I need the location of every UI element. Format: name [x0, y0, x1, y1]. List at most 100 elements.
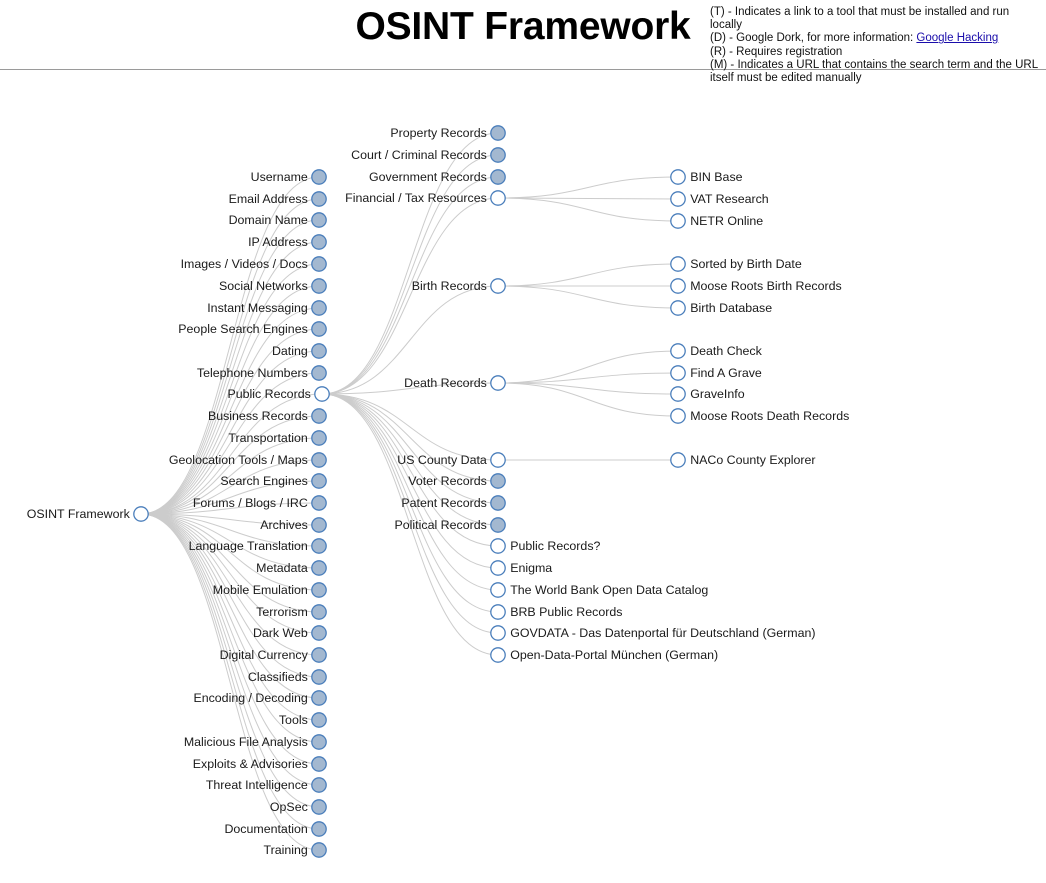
node-toggle-circle[interactable]: [490, 495, 506, 511]
node-label[interactable]: GraveInfo: [690, 387, 745, 401]
node-label[interactable]: Images / Videos / Docs: [181, 257, 308, 271]
tree-node[interactable]: Documentation: [224, 821, 327, 837]
node-label[interactable]: Forums / Blogs / IRC: [193, 496, 308, 510]
node-toggle-circle[interactable]: [311, 169, 327, 185]
node-toggle-circle[interactable]: [670, 278, 686, 294]
node-toggle-circle[interactable]: [311, 734, 327, 750]
node-toggle-circle[interactable]: [670, 256, 686, 272]
node-toggle-circle[interactable]: [311, 495, 327, 511]
node-label[interactable]: Social Networks: [219, 279, 308, 293]
tree-node[interactable]: Find A Grave: [670, 365, 762, 381]
node-label[interactable]: Dark Web: [253, 626, 308, 640]
node-label[interactable]: BRB Public Records: [510, 605, 622, 619]
node-label[interactable]: Court / Criminal Records: [351, 148, 487, 162]
tree-node[interactable]: Property Records: [390, 125, 506, 141]
tree-node[interactable]: Digital Currency: [220, 647, 327, 663]
node-label[interactable]: Domain Name: [229, 213, 308, 227]
tree-node[interactable]: People Search Engines: [178, 321, 327, 337]
node-label[interactable]: Documentation: [224, 822, 307, 836]
node-toggle-circle[interactable]: [314, 386, 330, 402]
tree-node[interactable]: Death Records: [404, 375, 506, 391]
node-label[interactable]: OpSec: [270, 800, 308, 814]
node-toggle-circle[interactable]: [311, 842, 327, 858]
tree-node[interactable]: Business Records: [208, 408, 327, 424]
node-label[interactable]: NACo County Explorer: [690, 453, 815, 467]
node-label[interactable]: Classifieds: [248, 670, 308, 684]
node-label[interactable]: Moose Roots Birth Records: [690, 279, 842, 293]
node-toggle-circle[interactable]: [311, 321, 327, 337]
node-toggle-circle[interactable]: [311, 799, 327, 815]
node-toggle-circle[interactable]: [311, 278, 327, 294]
tree-node[interactable]: Encoding / Decoding: [193, 690, 327, 706]
node-label[interactable]: Dating: [272, 344, 308, 358]
node-label[interactable]: NETR Online: [690, 214, 763, 228]
node-toggle-circle[interactable]: [670, 169, 686, 185]
node-label[interactable]: BIN Base: [690, 170, 742, 184]
tree-node[interactable]: Death Check: [670, 343, 763, 359]
tree-node[interactable]: US County Data: [397, 452, 506, 468]
tree-node[interactable]: The World Bank Open Data Catalog: [490, 582, 709, 598]
tree-node[interactable]: OpSec: [270, 799, 327, 815]
node-toggle-circle[interactable]: [311, 191, 327, 207]
tree-node[interactable]: Transportation: [228, 430, 327, 446]
node-toggle-circle[interactable]: [490, 582, 506, 598]
tree-node[interactable]: Training: [263, 842, 327, 858]
node-label[interactable]: IP Address: [248, 235, 308, 249]
node-label[interactable]: Property Records: [390, 126, 486, 140]
node-label[interactable]: Sorted by Birth Date: [690, 257, 802, 271]
tree-node[interactable]: Public Records: [227, 386, 330, 402]
node-label[interactable]: Instant Messaging: [207, 301, 308, 315]
node-toggle-circle[interactable]: [490, 147, 506, 163]
node-label[interactable]: Political Records: [395, 518, 487, 532]
node-toggle-circle[interactable]: [670, 191, 686, 207]
node-toggle-circle[interactable]: [311, 234, 327, 250]
tree-node[interactable]: Sorted by Birth Date: [670, 256, 802, 272]
tree-node[interactable]: Threat Intelligence: [206, 777, 327, 793]
node-label[interactable]: Language Translation: [189, 539, 308, 553]
node-label[interactable]: Birth Records: [412, 279, 487, 293]
google-hacking-link[interactable]: Google Hacking: [916, 32, 999, 45]
node-label[interactable]: Encoding / Decoding: [193, 691, 307, 705]
tree-node[interactable]: OSINT Framework: [27, 506, 149, 522]
node-label[interactable]: Enigma: [510, 561, 552, 575]
tree-node[interactable]: Language Translation: [189, 538, 327, 554]
node-toggle-circle[interactable]: [311, 408, 327, 424]
node-label[interactable]: Public Records?: [510, 539, 600, 553]
node-toggle-circle[interactable]: [490, 452, 506, 468]
tree-node[interactable]: Dark Web: [253, 625, 327, 641]
node-label[interactable]: Geolocation Tools / Maps: [169, 453, 308, 467]
node-toggle-circle[interactable]: [490, 625, 506, 641]
tree-node[interactable]: Government Records: [369, 169, 506, 185]
node-toggle-circle[interactable]: [670, 343, 686, 359]
node-toggle-circle[interactable]: [670, 213, 686, 229]
node-label[interactable]: Death Records: [404, 376, 487, 390]
node-toggle-circle[interactable]: [311, 647, 327, 663]
tree-node[interactable]: Search Engines: [220, 473, 327, 489]
node-label[interactable]: Threat Intelligence: [206, 778, 308, 792]
node-label[interactable]: Patent Records: [401, 496, 486, 510]
tree-node[interactable]: Forums / Blogs / IRC: [193, 495, 327, 511]
node-toggle-circle[interactable]: [311, 669, 327, 685]
tree-node[interactable]: Patent Records: [401, 495, 506, 511]
tree-node[interactable]: Moose Roots Death Records: [670, 408, 849, 424]
tree-node[interactable]: Instant Messaging: [207, 300, 327, 316]
tree-node[interactable]: Telephone Numbers: [197, 365, 327, 381]
node-toggle-circle[interactable]: [311, 343, 327, 359]
node-label[interactable]: Terrorism: [256, 605, 308, 619]
node-toggle-circle[interactable]: [670, 452, 686, 468]
node-label[interactable]: Death Check: [690, 344, 762, 358]
tree-node[interactable]: Enigma: [490, 560, 553, 576]
tree-node[interactable]: Mobile Emulation: [213, 582, 327, 598]
tree-node[interactable]: Domain Name: [229, 212, 327, 228]
node-label[interactable]: US County Data: [397, 453, 487, 467]
tree-node[interactable]: Voter Records: [408, 473, 506, 489]
node-toggle-circle[interactable]: [490, 278, 506, 294]
node-label[interactable]: Financial / Tax Resources: [345, 191, 487, 205]
node-toggle-circle[interactable]: [311, 625, 327, 641]
tree-node[interactable]: Username: [251, 169, 327, 185]
tree-node[interactable]: GOVDATA - Das Datenportal für Deutschlan…: [490, 625, 816, 641]
node-label[interactable]: Exploits & Advisories: [193, 757, 308, 771]
